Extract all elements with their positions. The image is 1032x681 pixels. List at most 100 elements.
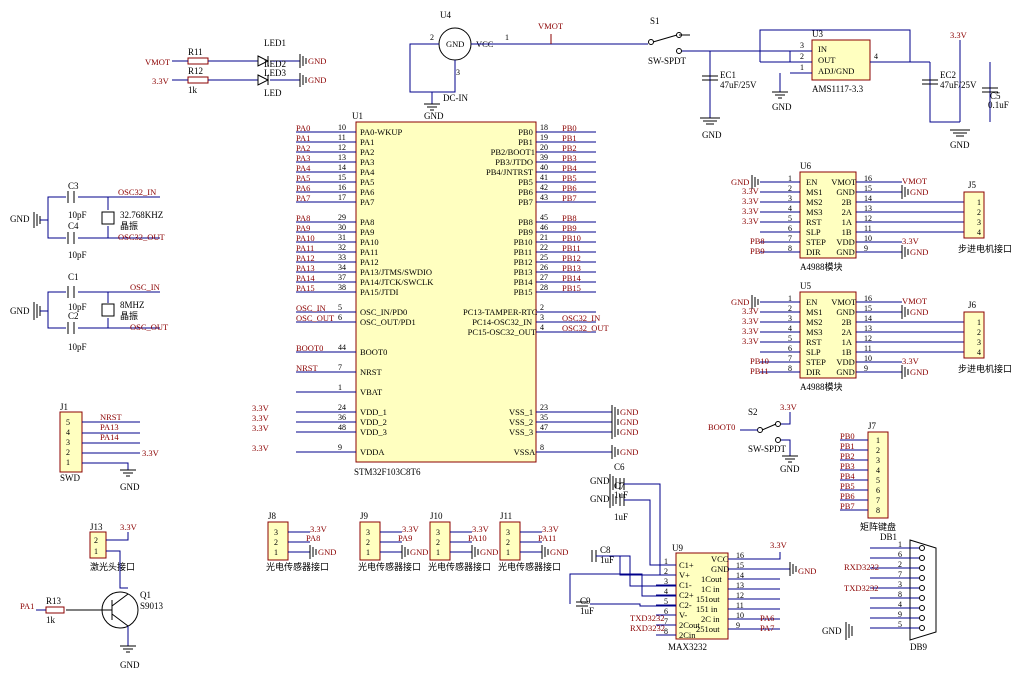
motor-label: 步进电机接口 <box>958 363 1012 374</box>
c8-cap <box>591 550 597 562</box>
driver-pin-num: 10 <box>864 354 872 363</box>
s2-part: SW-SPDT <box>748 444 787 454</box>
j1-nrst: NRST <box>100 412 123 422</box>
mcu-pin-name: PA11 <box>360 247 378 257</box>
driver-gnd: GND <box>910 247 928 257</box>
mcu-pin-num: 13 <box>338 153 346 162</box>
u3-in: IN <box>818 44 827 54</box>
mcu-pin-num: 2 <box>540 303 544 312</box>
mcu-net-label: GND <box>620 427 638 437</box>
max-pin-name: C1+ <box>679 560 694 570</box>
sensor-ref: J8 <box>268 511 277 521</box>
j7-body <box>867 431 889 519</box>
driver-net: 3.3V <box>742 326 760 336</box>
osc32-out: OSC32_OUT <box>118 232 166 242</box>
mcu-pin-num: 25 <box>540 253 548 262</box>
max-pin-num: 10 <box>736 611 744 620</box>
mcu-pin-name: PA9 <box>360 227 374 237</box>
osc32-xtal: 32.768KHZ <box>120 210 163 220</box>
max-pin-name: 1C in <box>701 584 720 594</box>
mcu-pin-name: PB1 <box>518 137 533 147</box>
mcu-net-label: GND <box>620 407 638 417</box>
mcu-pin-name: PC14-OSC32_IN <box>472 317 532 327</box>
u4-pin1: 1 <box>505 33 509 42</box>
mcu-pin-num: 32 <box>338 243 346 252</box>
driver-pin-num: 16 <box>864 294 872 303</box>
mcu-pin-num: 15 <box>338 173 346 182</box>
u4-ref: U4 <box>440 10 451 20</box>
sensor-body <box>267 521 289 561</box>
s1-contact <box>676 48 682 54</box>
keypad-net: PB1 <box>840 441 855 451</box>
motor-pin-num: 3 <box>977 338 981 347</box>
c5-cap <box>982 87 998 93</box>
j1-gnd: GND <box>120 482 140 492</box>
sensor-pin-num: 1 <box>436 548 440 557</box>
ground-symbol <box>789 562 797 576</box>
driver-net: PB8 <box>750 236 765 246</box>
ground-symbol <box>611 415 619 429</box>
driver-pin-num: 5 <box>788 334 792 343</box>
db9-pin-socket <box>919 555 925 561</box>
mcu-pin-name: PA7 <box>360 197 374 207</box>
mcu-pin-name: OSC_OUT/PD1 <box>360 317 416 327</box>
mcu-pin-name: BOOT0 <box>360 347 387 357</box>
sensor-net: PA9 <box>398 533 412 543</box>
laser-section: J13 2 1 激光头接口 3.3V Q1 S9013 R13 1k PA1 G… <box>20 522 164 670</box>
mcu-pin-name: VDDA <box>360 447 385 457</box>
max-pin-name: 2Cin <box>679 630 696 640</box>
led-label: LED <box>264 88 282 98</box>
osc-in: OSC_IN <box>130 282 160 292</box>
mcu-pin-num: 34 <box>338 263 346 272</box>
ground-symbol <box>901 185 909 199</box>
mcu-pin-name: PB10 <box>514 237 533 247</box>
sensor-pin-num: 2 <box>274 538 278 547</box>
mcu-net-label: PA13 <box>296 263 315 273</box>
db9-shell <box>909 539 937 641</box>
driver-pin-name: MS3 <box>806 327 823 337</box>
mcu-pin-name: VSS_2 <box>509 417 533 427</box>
ground-symbol <box>845 622 853 640</box>
ground-symbol <box>700 117 720 125</box>
driver-pin-name: GND <box>836 307 854 317</box>
sensor-connectors: J83213.3VPA8GND光电传感器接口J93213.3VPA9GND光电传… <box>266 511 568 572</box>
mcu-net-label: GND <box>620 417 638 427</box>
mcu-pin-num: 24 <box>338 403 346 412</box>
sensor-body <box>429 521 451 561</box>
ec1-cap <box>702 75 718 81</box>
driver-pin-name: VDD <box>836 237 854 247</box>
mcu-net-label: 3.3V <box>252 403 270 413</box>
driver-pin-name: EN <box>806 177 817 187</box>
keypad-net: PB5 <box>840 481 855 491</box>
db9-part: DB9 <box>910 642 928 652</box>
mcu-net-label: OSC_OUT <box>296 313 335 323</box>
keypad-net: PB0 <box>840 431 855 441</box>
mcu-pin-name: PA6 <box>360 187 374 197</box>
db9-pin-num: 7 <box>898 570 902 579</box>
sensor-label: 光电传感器接口 <box>428 561 491 572</box>
max-pin-num: 12 <box>736 591 744 600</box>
driver-33v: 3.3V <box>902 236 920 246</box>
mcu-pin-num: 11 <box>338 133 346 142</box>
mcu-net-label: PB2 <box>562 143 577 153</box>
driver-net: 3.3V <box>742 336 760 346</box>
sensor-gnd: GND <box>410 547 428 557</box>
u4-gnd-net: GND <box>424 111 444 121</box>
c2-val: 10pF <box>68 342 87 352</box>
driver-net: 3.3V <box>742 206 760 216</box>
driver-pin-name: DIR <box>806 367 821 377</box>
mcu-net-label: PB6 <box>562 183 577 193</box>
osc32-crystal <box>101 211 115 225</box>
sensor-label: 光电传感器接口 <box>498 561 561 572</box>
mcu-pin-num: 1 <box>338 383 342 392</box>
led3-ref: LED3 <box>264 68 286 78</box>
mcu-net-label: PB5 <box>562 173 577 183</box>
ec1-gnd: GND <box>702 130 722 140</box>
driver-pin-num: 15 <box>864 184 872 193</box>
